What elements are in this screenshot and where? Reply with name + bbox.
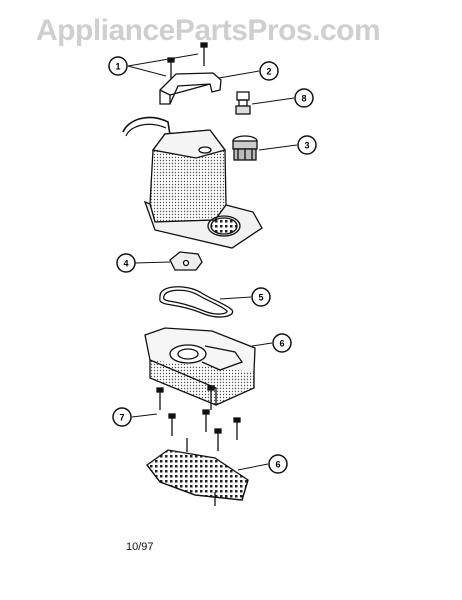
callout-label: 3 — [304, 141, 309, 151]
callout-label: 2 — [266, 67, 271, 77]
callout-label: 8 — [301, 94, 306, 104]
callout-1: 1 — [108, 56, 128, 76]
callout-2: 2 — [259, 61, 279, 81]
pump-motor-housing — [122, 116, 263, 249]
callout-label: 7 — [119, 413, 124, 423]
watermark-text: AppliancePartsPros.com — [36, 14, 381, 47]
hose-fitting-part — [235, 91, 251, 115]
callout-4: 4 — [116, 253, 136, 273]
callout-label: 4 — [123, 259, 128, 269]
callout-8-upper: 8 — [294, 88, 314, 108]
callout-label: 1 — [115, 62, 120, 72]
callout-5: 5 — [251, 287, 271, 307]
callout-7: 7 — [112, 407, 132, 427]
o-ring-gasket-part — [159, 286, 234, 318]
callout-6-lower: 6 — [268, 454, 288, 474]
callout-label: 6 — [275, 460, 280, 470]
switch-clip-part — [169, 251, 203, 271]
callout-label: 6 — [279, 339, 284, 349]
callout-label: 5 — [258, 293, 263, 303]
handle-part — [159, 72, 222, 105]
intake-screen-part — [146, 438, 249, 506]
callout-3: 3 — [297, 135, 317, 155]
discharge-adapter-part — [232, 135, 258, 161]
leader-lines — [127, 53, 298, 471]
screw-set-base — [156, 385, 241, 451]
revision-date: 10/97 — [126, 541, 154, 553]
callout-6-upper: 6 — [272, 333, 292, 353]
pump-base-part — [144, 327, 256, 406]
